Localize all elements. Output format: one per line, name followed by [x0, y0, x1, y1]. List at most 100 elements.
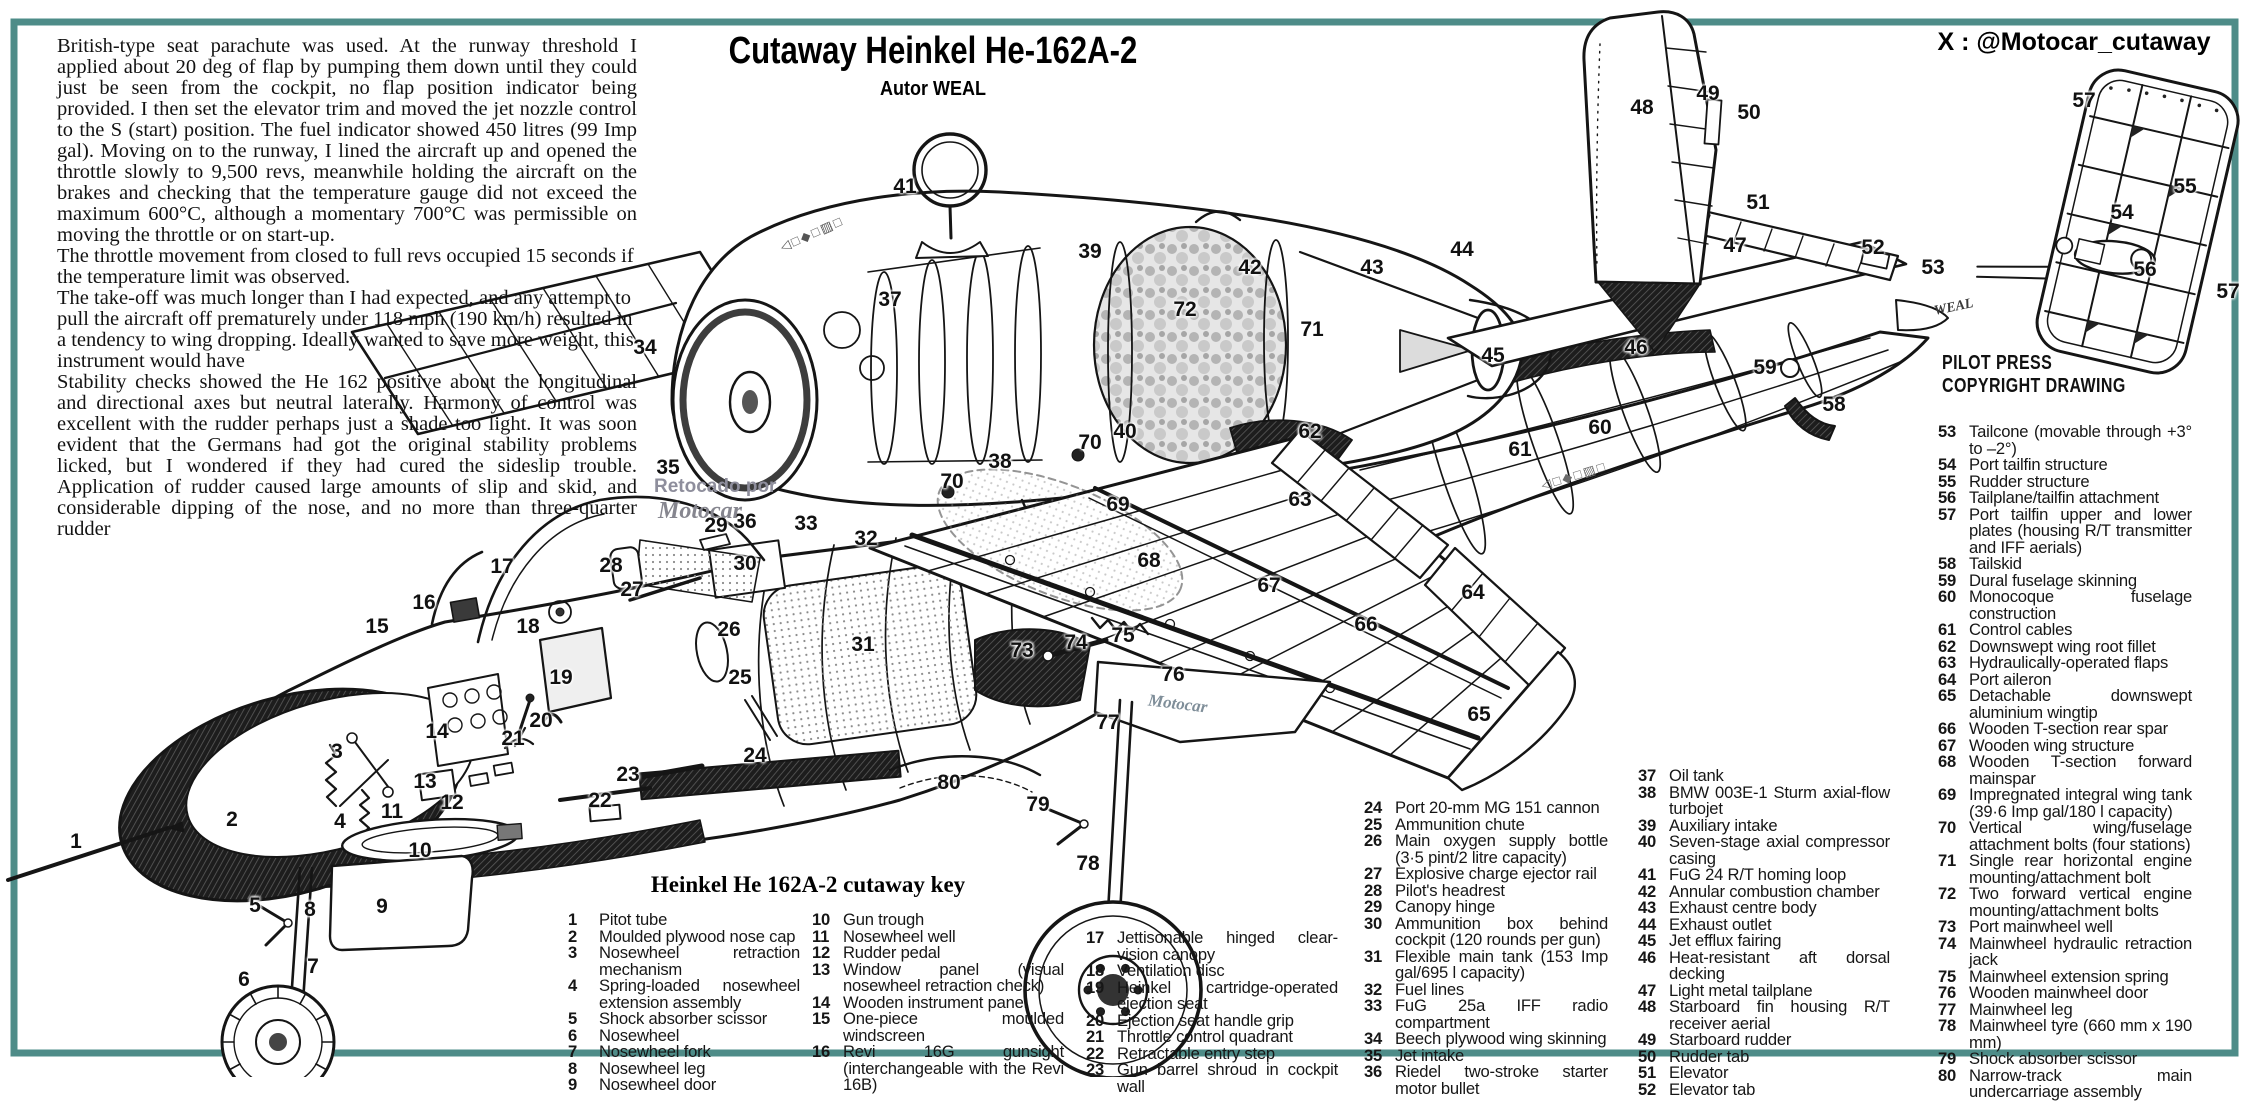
key-item-label: FuG 25a IFF radio compartment	[1395, 996, 1608, 1032]
intro-paragraph: The take-off was much longer than I had …	[57, 287, 634, 372]
key-item-number: 25	[1364, 814, 1383, 834]
key-item-label: Shock absorber scissor	[599, 1009, 768, 1028]
key-item-label: Tailcone (movable through +3° to –2°)	[1969, 422, 2192, 458]
key-item-number: 48	[1638, 997, 1657, 1016]
key-item-number: 24	[1364, 798, 1383, 817]
key-item-label: Mainwheel tyre (660 mm x 190 mm)	[1969, 1016, 2192, 1052]
key-item-label: Tailskid	[1969, 554, 2022, 573]
key-item-number: 19	[1086, 977, 1105, 997]
key-item-number: 64	[1938, 669, 1957, 689]
key-item-number: 60	[1938, 587, 1957, 606]
key-item-number: 39	[1638, 815, 1657, 835]
key-item-label: Jet efflux fairing	[1669, 931, 1782, 950]
key-item-number: 14	[812, 992, 831, 1012]
key-item-label: Nosewheel retraction mechanism	[599, 943, 800, 979]
key-item-label: Window panel (visual nosewheel retractio…	[843, 959, 1064, 995]
key-item-label: Retractable entry step	[1117, 1043, 1275, 1063]
key-item-label: Ammunition box behind cockpit (120 round…	[1395, 913, 1608, 949]
key-item-number: 8	[568, 1058, 578, 1078]
key-item-number: 3	[568, 943, 578, 962]
copyright-note: PILOT PRESS COPYRIGHT DRAWING	[1942, 352, 2126, 397]
key-item-number: 16	[812, 1042, 831, 1061]
nose-section	[6, 687, 523, 903]
key-item-number: 56	[1938, 488, 1957, 507]
key-item: 56 Tailplane/tailfin attachment	[1938, 488, 2192, 507]
key-item-label: Rudder tab	[1669, 1046, 1750, 1066]
key-item-number: 44	[1638, 914, 1657, 934]
key-item-number: 9	[568, 1075, 578, 1094]
key-item-number: 66	[1938, 719, 1957, 738]
key-item-number: 70	[1938, 818, 1957, 837]
key-item-label: Tailplane/tailfin attachment	[1969, 488, 2159, 507]
key-item-number: 18	[1086, 961, 1105, 980]
key-item-number: 71	[1938, 851, 1957, 870]
key-item-label: Two forward vertical engine mounting/att…	[1969, 884, 2192, 920]
key-item-label: Seven-stage axial compressor casing	[1669, 832, 1890, 868]
key-item: 18 Ventilation disc	[1086, 961, 1338, 980]
key-item-label: Wooden T-section forward mainspar	[1969, 752, 2192, 788]
key-heading: Heinkel He 162A-2 cutaway key	[650, 872, 966, 897]
key-item-number: 12	[812, 943, 831, 962]
cutaway-drawing	[6, 10, 2240, 1077]
key-item-label: One-piece moulded windscreen	[843, 1009, 1064, 1045]
key-item-label: Nosewheel fork	[599, 1042, 711, 1061]
key-item-label: Pitot tube	[599, 910, 668, 929]
tail-unit	[1446, 10, 1908, 368]
key-item-label: FuG 24 R/T homing loop	[1669, 865, 1846, 884]
key-item-number: 75	[1938, 966, 1957, 986]
key-item-label: Narrow-track main undercarriage assembly	[1969, 1065, 2192, 1101]
key-item-number: 27	[1364, 864, 1383, 883]
key-item-label: Starboard fin housing R/T receiver aeria…	[1669, 997, 1890, 1033]
key-item-number: 73	[1938, 917, 1957, 936]
key-item-label: Ventilation disc	[1117, 961, 1225, 980]
key-item: 3 Nosewheel retraction mechanism	[568, 943, 800, 979]
key-item-label: Nosewheel leg	[599, 1058, 706, 1078]
key-item-label: Throttle control quadrant	[1117, 1027, 1293, 1046]
key-item-number: 37	[1638, 766, 1657, 785]
key-item-number: 11	[812, 926, 830, 946]
tailfin-inset	[1976, 68, 2240, 375]
key-item: 64 Port aileron	[1938, 669, 2192, 689]
key-item-label: Control cables	[1969, 620, 2073, 639]
key-item-label: Port aileron	[1969, 669, 2052, 689]
key-item-number: 46	[1638, 947, 1657, 967]
cockpit	[427, 495, 766, 767]
intro-paragraph: British-type seat parachute was used. At…	[57, 35, 637, 246]
page-title: Cutaway Heinkel He-162A-2	[728, 30, 1138, 72]
key-item-label: Wooden mainwheel door	[1969, 983, 2149, 1002]
